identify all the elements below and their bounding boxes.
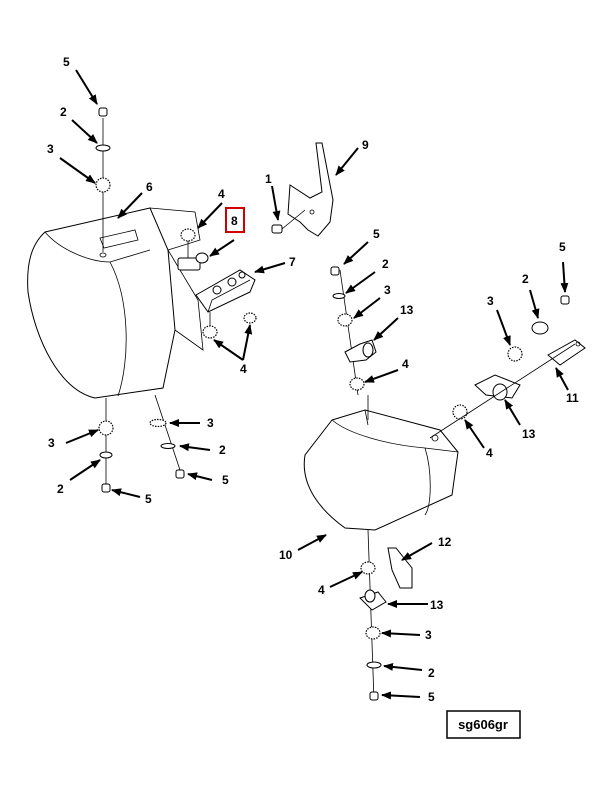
- callout-5-mid: 5: [222, 473, 229, 487]
- plate-9: [271, 142, 334, 237]
- left-shroud: [27, 118, 204, 490]
- callout-13-c: 13: [430, 598, 444, 612]
- bracket-assembly: [177, 228, 257, 339]
- callout-1: 1: [265, 172, 272, 186]
- reference-code: sg606gr: [458, 717, 508, 732]
- callout-4-b: 4: [240, 362, 247, 376]
- callout-3-ctr: 3: [384, 283, 391, 297]
- callout-5-bot: 5: [428, 690, 435, 704]
- callout-3-mid: 3: [207, 416, 214, 430]
- callout-4-e: 4: [318, 583, 325, 597]
- callout-8: 8: [231, 214, 238, 228]
- callout-12: 12: [438, 535, 452, 549]
- right-upper-hardware: [429, 295, 586, 439]
- callout-2-right: 2: [522, 272, 529, 286]
- leader-arrows: [59, 69, 569, 700]
- callout-2-mid: 2: [219, 443, 226, 457]
- callout-2-left: 2: [57, 482, 64, 496]
- callout-6: 6: [146, 180, 153, 194]
- callout-5-right: 5: [559, 240, 566, 254]
- callout-3-bot: 3: [425, 628, 432, 642]
- callout-5-left: 5: [145, 492, 152, 506]
- callout-4-d: 4: [486, 446, 493, 460]
- left-bottom-hardware: [98, 418, 185, 493]
- callout-13-b: 13: [522, 427, 536, 441]
- callout-3-top: 3: [47, 142, 54, 156]
- callout-13-a: 13: [400, 303, 414, 317]
- right-shroud: [303, 269, 459, 701]
- callout-7: 7: [289, 255, 296, 269]
- callout-2-ctr: 2: [382, 257, 389, 271]
- callout-5-ctr: 5: [373, 227, 380, 241]
- left-top-hardware: [95, 107, 111, 193]
- callout-11: 11: [566, 391, 579, 405]
- callout-9: 9: [362, 138, 369, 152]
- callout-2-top: 2: [60, 105, 67, 119]
- callout-10: 10: [279, 548, 293, 562]
- callout-2-bot: 2: [428, 666, 435, 680]
- reference-code-box: sg606gr: [446, 710, 521, 739]
- callout-4-c: 4: [402, 357, 409, 371]
- bottom-hardware: [359, 547, 413, 701]
- callout-3-left: 3: [48, 436, 55, 450]
- callout-4-a: 4: [218, 187, 225, 201]
- center-upper-hardware: [330, 266, 377, 391]
- highlight-box: [225, 207, 245, 233]
- callout-5-top: 5: [63, 55, 70, 69]
- callout-3-right: 3: [487, 294, 494, 308]
- callout-labels: 5 2 3 6 4 8 1 9 7 4 3 2 5 3 2 5 5 2 3 13…: [47, 55, 579, 704]
